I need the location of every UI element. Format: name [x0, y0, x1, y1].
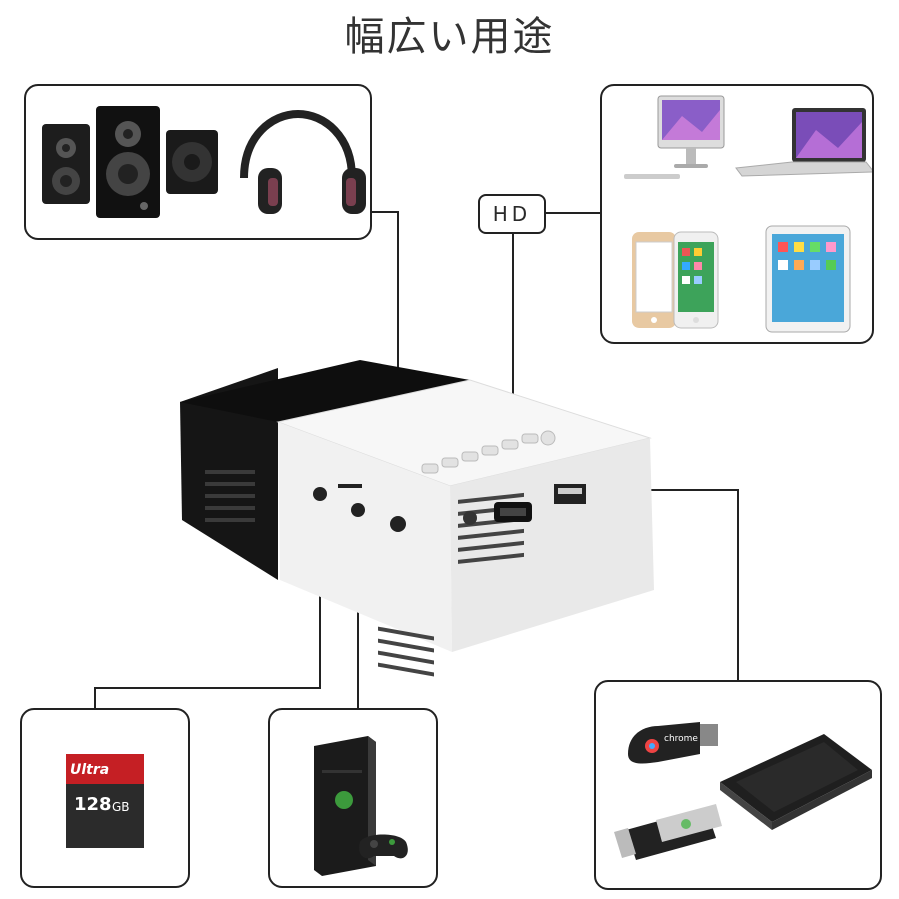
sd-card-brand: Ultra [70, 762, 110, 778]
sd-card-art [66, 754, 144, 848]
audio-port [390, 516, 406, 532]
card-slot [338, 484, 362, 488]
hd-devices-panel [600, 84, 876, 344]
speakers-icon [42, 106, 218, 218]
audio-devices-art [42, 106, 366, 218]
tablet-icon [765, 225, 851, 333]
av-port [351, 503, 365, 517]
usb-devices-art [614, 722, 872, 860]
usb-devices-panel: chrome [594, 680, 882, 890]
usb-flash-drive-icon [614, 804, 722, 860]
hd-devices-art [624, 95, 876, 333]
chromecast-icon [628, 722, 718, 764]
smartphone-icon [632, 231, 719, 329]
game-console-panel [268, 708, 438, 888]
desktop-computer-icon [624, 95, 725, 179]
sd-card-unit: GB [112, 800, 130, 814]
game-console-icon [314, 736, 408, 876]
chromecast-label: chrome [664, 734, 698, 744]
page-title: 幅広い用途 [344, 14, 555, 60]
headphones-icon [240, 109, 366, 214]
external-hdd-icon [720, 734, 872, 830]
audio-devices-panel [24, 84, 372, 240]
sd-card-capacity: 128 [74, 794, 112, 815]
sd-slot-port [313, 487, 327, 501]
laptop-icon [735, 108, 876, 177]
sd-card-panel: Ultra 128 GB [20, 708, 190, 888]
hd-port-label: HD [478, 194, 546, 234]
